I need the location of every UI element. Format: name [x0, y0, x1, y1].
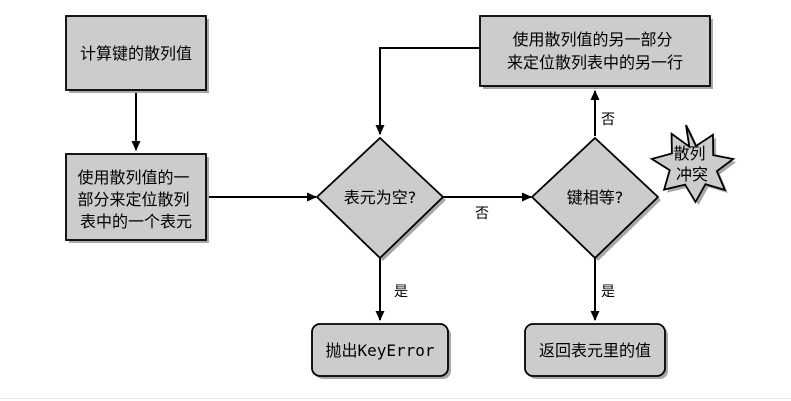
locate-item-line: 部分来定位散列 — [77, 190, 189, 209]
node-raise-keyerror: 抛出KeyError — [311, 323, 451, 379]
locate-next-row-label: 使用散列值的另一部分 来定位散列表中的另一行 — [507, 30, 683, 72]
hash-collision-line: 散列 — [673, 144, 705, 163]
edge-next-row-back-to-empty-check — [375, 47, 480, 135]
node-compute-hash: 计算键的散列值 — [65, 15, 209, 93]
node-bucket-empty-decision: 表元为空? — [315, 136, 446, 261]
edge-label-empty-yes: 是 — [394, 284, 408, 300]
locate-item-label: 使用散列值的一 部分来定位散列 表中的一个表元 — [77, 168, 194, 231]
bucket-empty-label: 表元为空? — [344, 188, 417, 207]
bottom-divider — [0, 398, 791, 399]
keys-equal-label: 键相等? — [567, 188, 624, 207]
node-keys-equal-decision: 键相等? — [530, 136, 661, 261]
hash-collision-label: 散列 冲突 — [673, 144, 710, 184]
edge-label-equal-yes: 是 — [601, 284, 615, 300]
hash-collision-line: 冲突 — [676, 165, 708, 184]
compute-hash-line: 计算键的散列值 — [80, 44, 192, 63]
return-value-line: 返回表元里的值 — [539, 341, 651, 360]
locate-item-line: 使用散列值的一 — [77, 168, 189, 187]
node-return-value: 返回表元里的值 — [524, 323, 668, 379]
locate-item-line: 表中的一个表元 — [80, 212, 192, 231]
compute-hash-label: 计算键的散列值 — [80, 44, 192, 63]
bucket-empty-line: 表元为空? — [344, 188, 417, 207]
raise-keyerror-line: 抛出KeyError — [325, 341, 434, 360]
node-locate-item: 使用散列值的一 部分来定位散列 表中的一个表元 — [65, 153, 209, 243]
locate-next-row-line: 来定位散列表中的另一行 — [507, 53, 683, 72]
edges — [131, 47, 600, 321]
raise-keyerror-label: 抛出KeyError — [325, 341, 434, 360]
node-hash-collision-burst: 散列 冲突 — [649, 124, 737, 205]
keys-equal-line: 键相等? — [567, 188, 624, 207]
return-value-label: 返回表元里的值 — [539, 341, 651, 360]
node-locate-next-row: 使用散列值的另一部分 来定位散列表中的另一行 — [479, 15, 713, 89]
edge-label-equal-no: 否 — [601, 112, 615, 128]
locate-next-row-line: 使用散列值的另一部分 — [512, 30, 672, 49]
edge-label-empty-no: 否 — [475, 206, 489, 222]
